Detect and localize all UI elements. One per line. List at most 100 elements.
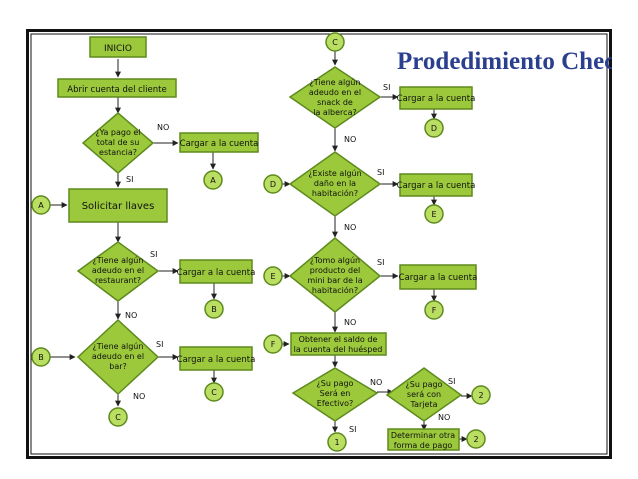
d1-no-label: NO: [157, 123, 169, 132]
other-payment-box: [387, 428, 460, 451]
connector-f-out-label: F: [432, 306, 437, 315]
start-box: [89, 36, 147, 58]
decision-bar-line2: adeudo en el: [92, 352, 144, 361]
connector-2-other-label: 2: [473, 435, 478, 444]
connector-a-in: [31, 195, 51, 215]
decision-paid-stay: [81, 112, 155, 174]
d8-si-label: SI: [448, 377, 455, 386]
d2-si-label: SI: [150, 250, 157, 259]
decision-restaurant-line2: adeudo en el: [92, 266, 144, 275]
left-connectors: [50, 59, 217, 407]
connector-c-in-label: C: [332, 38, 338, 47]
connector-b-in-label: B: [38, 353, 44, 362]
decision-card-payment: [385, 367, 463, 422]
charge-account-box-3: [179, 346, 253, 371]
decision-pool-line4: la alberca?: [313, 108, 356, 117]
get-balance-line1: Obtener el saldo de: [299, 335, 378, 344]
decision-restaurant-debt: [76, 241, 160, 302]
decision-bar-line1: ¿Tiene algún: [93, 342, 144, 351]
right-connectors: [282, 51, 473, 442]
connector-2-card-label: 2: [478, 391, 483, 400]
connector-c-out-charge-label: C: [211, 388, 217, 397]
d4-no-label: NO: [344, 135, 356, 144]
decision-card-line3: Tarjeta: [410, 400, 438, 409]
decision-room-damage: [288, 151, 382, 217]
decision-bar-debt: [76, 318, 160, 396]
d7-si-label: SI: [349, 425, 356, 434]
charge-account-box-1: [179, 132, 259, 153]
connector-e-out-label: E: [431, 210, 436, 219]
decision-pool-line2: adeudo en el: [309, 88, 361, 97]
decision-damage-line1: ¿Existe algún: [308, 169, 361, 178]
decision-paid-stay-line1: ¿Ya pago el: [95, 128, 140, 137]
connector-c-out-no-label: C: [115, 413, 121, 422]
decision-card-line1: ¿Su pago: [406, 380, 443, 389]
other-payment-line1: Determinar otra: [391, 431, 455, 440]
get-balance-box: [290, 332, 387, 356]
decision-minibar-line1: ¿Tomo algún: [310, 256, 360, 265]
charge-account-box-6: [399, 264, 477, 290]
d3-no-label: NO: [133, 392, 145, 401]
d4-si-label: SI: [383, 83, 390, 92]
decision-pool-snack: [288, 66, 382, 129]
charge-account-label-5: Cargar a la cuenta: [397, 181, 476, 191]
decision-pool-line3: snack de: [317, 98, 353, 107]
connector-c-out-no: [108, 407, 128, 427]
connector-2-other: [466, 429, 486, 449]
charge-account-label-3: Cargar a la cuenta: [177, 355, 256, 365]
connector-2-card: [471, 385, 491, 405]
charge-account-box-5: [399, 173, 473, 197]
connector-b-out: [204, 299, 224, 319]
connector-a-out: [203, 170, 223, 190]
connector-a-in-label: A: [38, 201, 44, 210]
connector-c-out-charge: [204, 382, 224, 402]
diagram-inner-border: [30, 33, 608, 455]
request-keys-label: Solicitar llaves: [82, 201, 155, 212]
decision-restaurant-line3: restaurant?: [95, 276, 141, 285]
diagram-title: Prodedimiento Check out: [397, 48, 612, 75]
connector-c-in: [325, 32, 345, 52]
d1-si-label: SI: [126, 175, 133, 184]
connector-d-in-label: D: [270, 180, 276, 189]
charge-account-label-6: Cargar a la cuenta: [399, 273, 478, 283]
decision-card-line2: será con: [407, 390, 441, 399]
decision-cash-line1: ¿Su pago: [317, 379, 354, 388]
connector-e-in: [263, 266, 283, 286]
decision-paid-stay-line2: total de su: [97, 138, 140, 147]
flowchart-canvas: Prodedimiento Check out: [26, 29, 638, 459]
charge-account-label-4: Cargar a la cuenta: [397, 94, 476, 104]
decision-restaurant-line1: ¿Tiene algún: [93, 256, 144, 265]
open-account-box: [57, 78, 177, 98]
decision-cash-payment: [291, 367, 379, 422]
decision-cash-line3: Efectivo?: [317, 399, 353, 408]
other-payment-line2: forma de pago: [394, 441, 453, 450]
d5-no-label: NO: [344, 223, 356, 232]
decision-minibar: [288, 237, 382, 313]
connector-1: [327, 432, 347, 452]
charge-account-box-2: [179, 259, 253, 284]
decision-paid-stay-line3: estancia?: [99, 148, 137, 157]
connector-d-out-label: D: [431, 124, 437, 133]
decision-cash-line2: Será en: [320, 389, 351, 398]
decision-pool-line1: ¿Tiene algún: [310, 78, 361, 87]
connector-b-in: [31, 347, 51, 367]
decision-bar-line3: bar?: [109, 362, 127, 371]
d6-no-label: NO: [344, 318, 356, 327]
get-balance-line2: la cuenta del huésped: [294, 344, 383, 354]
connector-f-in: [263, 334, 283, 354]
start-label: INICIO: [104, 44, 132, 54]
connector-d-out: [424, 118, 444, 138]
connector-1-label: 1: [334, 438, 339, 447]
decision-minibar-line3: mini bar de la: [307, 276, 362, 285]
open-account-label: Abrir cuenta del cliente: [67, 85, 166, 95]
decision-damage-line2: daño en la: [314, 179, 356, 188]
connector-b-out-label: B: [211, 305, 217, 314]
d6-si-label: SI: [377, 258, 384, 267]
flowchart-frame: Prodedimiento Check out: [26, 29, 638, 459]
d3-si-label: SI: [156, 340, 163, 349]
decision-damage-line3: habitación?: [312, 188, 358, 198]
charge-account-box-4: [399, 86, 473, 110]
request-keys-box: [68, 188, 168, 223]
connector-e-in-label: E: [270, 272, 275, 281]
d7-no-label: NO: [370, 378, 382, 387]
